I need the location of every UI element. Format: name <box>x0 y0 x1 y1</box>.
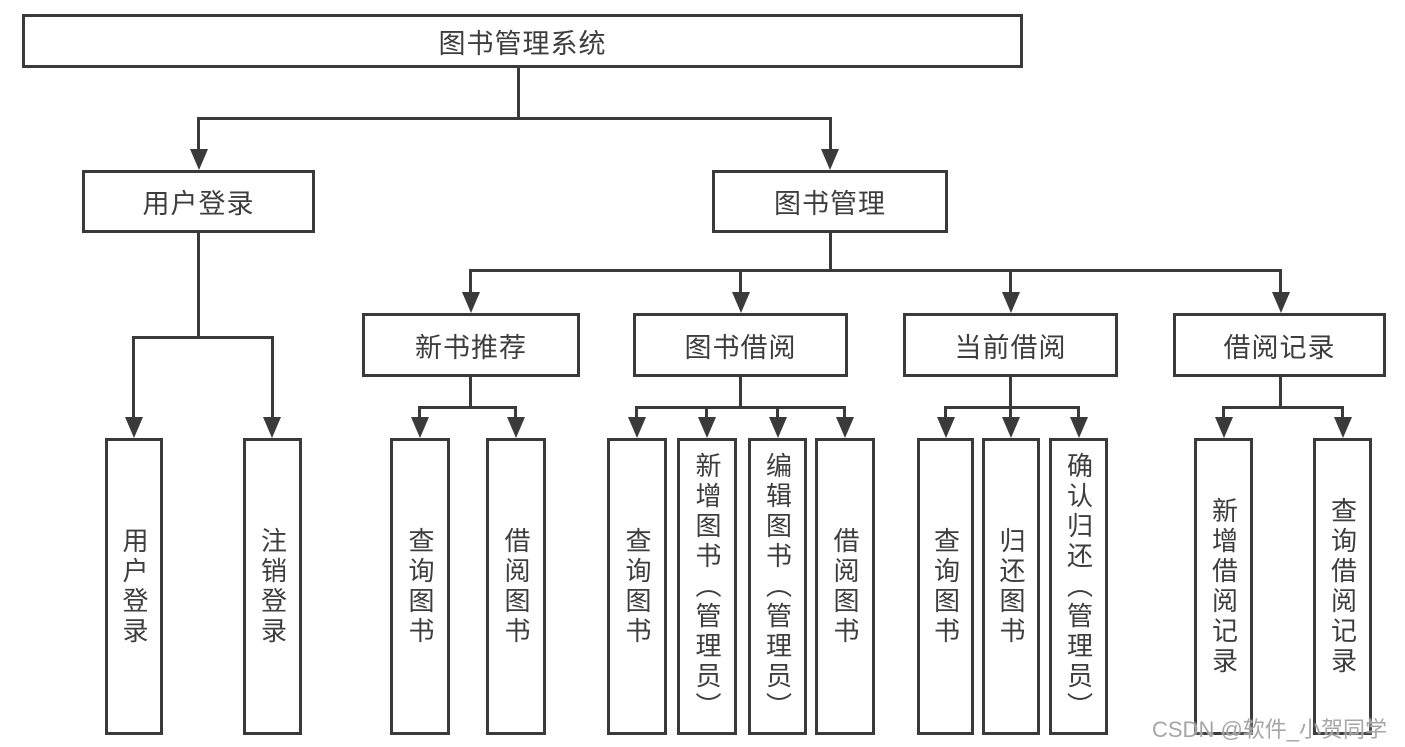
connector-line <box>635 406 638 420</box>
arrowhead-icon <box>769 417 787 438</box>
leaf-user-login: 用户登录 <box>105 438 163 735</box>
connector-line <box>635 406 846 409</box>
connector-line <box>739 269 742 295</box>
connector-line <box>1279 269 1282 295</box>
arrowhead-icon <box>1070 417 1088 438</box>
leaf-logout: 注销登录 <box>243 438 302 735</box>
connector-line <box>132 336 135 420</box>
node-new-book-recommend: 新书推荐 <box>362 313 580 377</box>
connector-line <box>418 406 421 420</box>
leaf-borrow-books-recommend: 借阅图书 <box>486 438 546 735</box>
arrowhead-icon <box>1002 292 1020 313</box>
leaf-query-books-recommend: 查询图书 <box>390 438 450 735</box>
arrowhead-icon <box>628 417 646 438</box>
arrowhead-icon <box>462 292 480 313</box>
leaf-label: 用户登录 <box>119 526 149 647</box>
connector-line <box>514 406 517 420</box>
connector-line <box>517 68 520 119</box>
leaf-borrow-books: 借阅图书 <box>815 438 875 735</box>
connector-line <box>1009 377 1012 409</box>
connector-line <box>944 406 947 420</box>
arrowhead-icon <box>1272 292 1290 313</box>
leaf-label: 新增借阅记录 <box>1208 496 1239 677</box>
node-current-borrow: 当前借阅 <box>903 313 1118 377</box>
arrowhead-icon <box>836 417 854 438</box>
leaf-label: 查询图书 <box>405 526 435 647</box>
node-library-system: 图书管理系统 <box>22 14 1023 68</box>
node-user-login: 用户登录 <box>82 170 315 233</box>
connector-line <box>739 377 742 409</box>
leaf-label: 借阅图书 <box>830 526 860 647</box>
connector-line <box>843 406 846 420</box>
arrowhead-icon <box>1002 417 1020 438</box>
arrowhead-icon <box>263 417 281 438</box>
arrowhead-icon <box>732 292 750 313</box>
arrowhead-icon <box>507 417 525 438</box>
connector-line <box>197 117 831 120</box>
arrowhead-icon <box>821 149 839 170</box>
connector-line <box>469 377 472 409</box>
node-borrow-records: 借阅记录 <box>1173 313 1386 377</box>
connector-line <box>271 336 274 420</box>
connector-line <box>1077 406 1080 420</box>
leaf-add-borrow-record: 新增借阅记录 <box>1194 438 1253 735</box>
connector-line <box>197 233 200 339</box>
arrowhead-icon <box>698 417 716 438</box>
arrowhead-icon <box>125 417 143 438</box>
arrowhead-icon <box>411 417 429 438</box>
arrowhead-icon <box>1334 417 1352 438</box>
leaf-edit-books-admin: 编辑图书（管理员） <box>748 438 807 735</box>
leaf-label: 借阅图书 <box>501 526 531 647</box>
connector-line <box>829 233 832 272</box>
leaf-label: 确认归还（管理员） <box>1063 451 1094 722</box>
leaf-query-borrow-record: 查询借阅记录 <box>1313 438 1372 735</box>
arrowhead-icon <box>937 417 955 438</box>
leaf-label: 查询图书 <box>622 526 652 647</box>
leaf-label: 编辑图书（管理员） <box>762 451 793 722</box>
arrowhead-icon <box>190 149 208 170</box>
node-book-borrow: 图书借阅 <box>633 313 848 377</box>
connector-line <box>829 117 832 152</box>
leaf-label: 注销登录 <box>257 526 288 647</box>
connector-line <box>776 406 779 420</box>
connector-line <box>132 336 274 339</box>
connector-line <box>469 269 472 295</box>
leaf-label: 归还图书 <box>996 526 1026 647</box>
leaf-label: 新增图书（管理员） <box>692 451 722 722</box>
leaf-confirm-return-admin: 确认归还（管理员） <box>1049 438 1108 735</box>
leaf-add-books-admin: 新增图书（管理员） <box>677 438 737 735</box>
connector-line <box>705 406 708 420</box>
leaf-query-books-borrow: 查询图书 <box>607 438 667 735</box>
connector-line <box>1222 406 1343 409</box>
connector-line <box>418 406 517 409</box>
connector-line <box>197 117 200 152</box>
leaf-label: 查询借阅记录 <box>1327 496 1358 677</box>
connector-line <box>1222 406 1225 420</box>
leaf-return-books: 归还图书 <box>982 438 1040 735</box>
node-book-management: 图书管理 <box>712 170 948 233</box>
connector-line <box>1009 269 1012 295</box>
csdn-watermark: CSDN @软件_小贺同学 <box>1152 717 1388 742</box>
arrowhead-icon <box>1215 417 1233 438</box>
connector-line <box>1009 406 1012 420</box>
connector-line <box>1279 377 1282 409</box>
leaf-label: 查询图书 <box>930 526 961 647</box>
connector-line <box>469 269 1282 272</box>
leaf-query-books-current: 查询图书 <box>917 438 974 735</box>
connector-line <box>1341 406 1344 420</box>
